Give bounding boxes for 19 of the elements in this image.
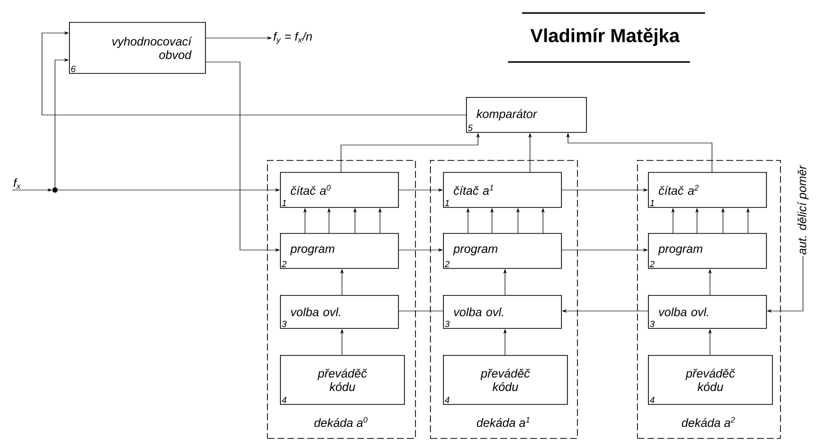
block-box: program 2: [443, 233, 562, 269]
block-box: volba ovl. 3: [648, 295, 767, 329]
signal-label: f$_{y}$ = f$_{x}$/n: [274, 32, 312, 44]
block-box: program 2: [648, 233, 767, 269]
block-box: čítač a$^{1}$ 1: [443, 172, 562, 208]
title: Vladimír Matějka: [530, 28, 680, 46]
block-box: převáděč kódu 4: [648, 355, 773, 405]
vertical-label: aut. dělicí poměr: [797, 164, 809, 254]
block-box: volba ovl. 3: [280, 295, 399, 329]
block-box: komparátor 5: [466, 97, 587, 133]
block-box: program 2: [280, 233, 399, 269]
signal-label: f$_{x}$: [14, 178, 21, 189]
block-box: převáděč kódu 4: [280, 355, 405, 405]
block-box: volba ovl. 3: [443, 295, 562, 329]
block-box: převáděč kódu 4: [443, 355, 568, 405]
block-box: vyhodnocovací obvod 6: [69, 22, 206, 74]
block-box: čítač a$^{2}$ 1: [648, 172, 767, 208]
block-box: čítač a$^{0}$ 1: [280, 172, 399, 208]
arrow: [42, 31, 466, 116]
